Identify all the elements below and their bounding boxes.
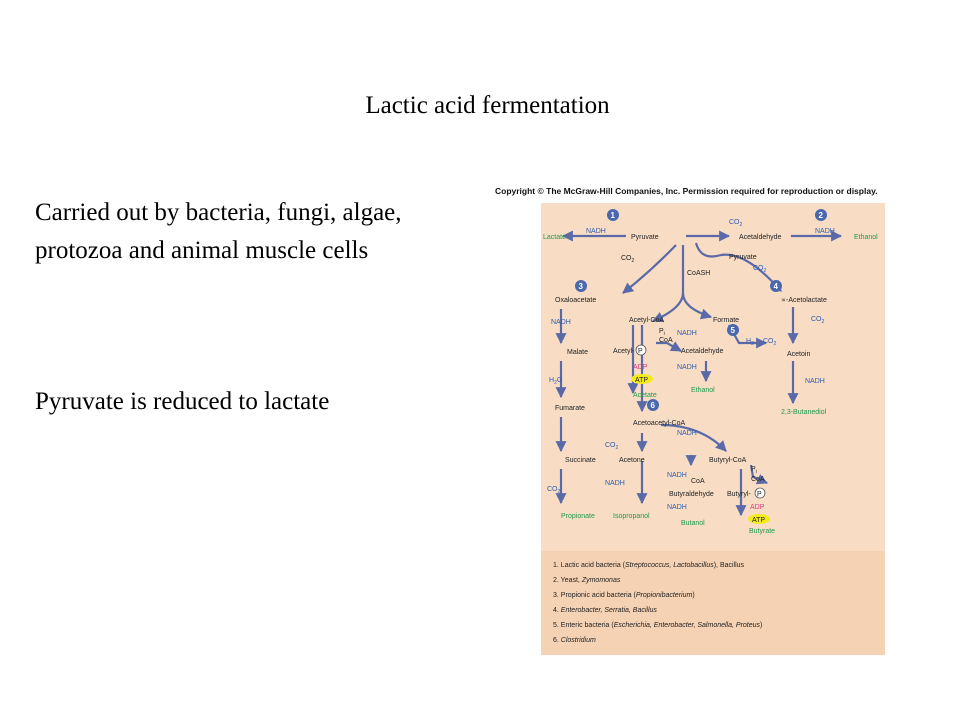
co2-acetaldehyde: CO2 bbox=[729, 219, 743, 228]
node-acetolactate: ∝-Acetolactate bbox=[781, 297, 827, 304]
coa-acetyl: CoA bbox=[659, 337, 673, 344]
co2-oxaloacetate: CO2 bbox=[621, 255, 635, 264]
node-acetyl-coa: Acetyl-CoA bbox=[629, 317, 664, 324]
node-isopropanol: Isopropanol bbox=[613, 513, 650, 520]
node-succinate: Succinate bbox=[565, 457, 596, 464]
pathway-2-label: 2 bbox=[819, 211, 824, 220]
node-butanol: Butanol bbox=[681, 520, 705, 527]
p-butyryl: P bbox=[757, 491, 762, 498]
adp-butyryl: ADP bbox=[750, 504, 765, 511]
atp-highlight-butyrate bbox=[748, 514, 770, 524]
pathway-1-label: 1 bbox=[611, 211, 616, 220]
pathway-number-circles: 1 2 3 4 5 6 bbox=[575, 209, 827, 411]
node-oxaloacetate: Oxaloacetate bbox=[555, 297, 596, 304]
coa-butyryl: CoA bbox=[691, 478, 705, 485]
node-pyruvate: Pyruvate bbox=[631, 234, 659, 241]
pathway-3-marker bbox=[575, 280, 587, 292]
node-pyruvate-2: Pyruvate bbox=[729, 254, 757, 261]
p-acetyl: P bbox=[638, 348, 643, 355]
pathway-5-marker bbox=[727, 324, 739, 336]
node-fumarate: Fumarate bbox=[555, 405, 585, 412]
node-butanediol: 2,3-Butanediol bbox=[781, 409, 827, 416]
nadh-butanol: NADH bbox=[667, 504, 687, 511]
bullet-carried-out-by: Carried out by bacteria, fungi, algae, p… bbox=[35, 199, 402, 264]
atp-highlight-acetate bbox=[631, 374, 653, 384]
node-formate: Formate bbox=[713, 317, 739, 324]
phosphate-circle-butyryl bbox=[754, 487, 766, 499]
nadh-acetoin: NADH bbox=[805, 378, 825, 385]
pathway-6-marker bbox=[647, 399, 659, 411]
legend-item-6: 6. Clostridium bbox=[553, 637, 596, 644]
slide-title: Lactic acid fermentation bbox=[365, 92, 610, 119]
legend-panel bbox=[541, 551, 885, 655]
node-malate: Malate bbox=[567, 349, 588, 356]
diagram-panel bbox=[541, 203, 885, 551]
legend-item-5: 5. Enteric bacteria (Escherichia, Entero… bbox=[553, 622, 762, 629]
node-acetate: Acetate bbox=[633, 392, 657, 399]
node-butyraldehyde: Butyraldehyde bbox=[669, 491, 714, 498]
cofactor-labels: NADH CO2 NADH CO2 CO2 NADH CO2 NADH Pi C… bbox=[547, 219, 835, 524]
adp-acetyl: ADP bbox=[633, 364, 648, 371]
fermentation-pathways-diagram: 1 2 3 4 5 6 Pyruvate Lactate Acetaldehyd… bbox=[541, 203, 885, 655]
atp-acetyl: ATP bbox=[635, 377, 648, 384]
copyright-notice: Copyright © The McGraw-Hill Companies, I… bbox=[495, 186, 878, 196]
legend-item-1: 1. Lactic acid bacteria (Streptococcus, … bbox=[553, 562, 745, 569]
node-acetone: Acetone bbox=[619, 457, 645, 464]
node-butyryl-p: Butyryl- bbox=[727, 491, 751, 498]
node-acetoin: Acetoin bbox=[787, 351, 810, 358]
h2-formate: H2 bbox=[746, 338, 754, 347]
pathway-1-marker bbox=[607, 209, 619, 221]
pathway-5-label: 5 bbox=[731, 326, 736, 335]
node-ethanol-top: Ethanol bbox=[854, 234, 878, 241]
nadh-lactate: NADH bbox=[586, 228, 606, 235]
node-lactate: Lactate bbox=[543, 234, 566, 241]
pathway-arrows bbox=[555, 230, 843, 517]
nadh-ethanol: NADH bbox=[815, 228, 835, 235]
node-acetoacetyl-coa: Acetoacetyl-CoA bbox=[633, 420, 685, 427]
node-coash: CoASH bbox=[687, 270, 710, 277]
node-propionate: Propionate bbox=[561, 513, 595, 520]
bullet-pyruvate-reduced: Pyruvate is reduced to lactate bbox=[35, 388, 330, 415]
pi-acetyl: Pi bbox=[659, 328, 665, 337]
nadh-isopropanol: NADH bbox=[605, 480, 625, 487]
phosphate-circle-acetyl bbox=[635, 344, 647, 356]
h2o-fumarate: H2O bbox=[549, 377, 563, 386]
coa-butyryl-2: CoA bbox=[751, 476, 765, 483]
legend-item-3: 3. Propionic acid bacteria (Propionibact… bbox=[553, 592, 695, 599]
nadh-ethanol-2: NADH bbox=[677, 364, 697, 371]
nadh-butyraldehyde: NADH bbox=[667, 472, 687, 479]
node-butyrate: Butyrate bbox=[749, 528, 775, 535]
node-acetaldehyde-2: Acetaldehyde bbox=[681, 348, 724, 355]
node-labels: Pyruvate Lactate Acetaldehyde Ethanol Ox… bbox=[543, 234, 878, 535]
legend-item-2: 2. Yeast, Zymomonas bbox=[553, 577, 621, 584]
pathway-4-marker bbox=[770, 280, 782, 292]
co2-pyruvate: CO2 bbox=[753, 265, 767, 274]
pi-butyryl: Pi bbox=[751, 466, 757, 475]
legend-item-4: 4. Enterobacter, Serratia, Bacillus bbox=[553, 607, 657, 614]
co2-formate: CO2 bbox=[763, 338, 777, 347]
co2-acetolactate: CO2 bbox=[811, 316, 825, 325]
co2-acetone: CO2 bbox=[605, 442, 619, 451]
nadh-acetaldehyde: NADH bbox=[677, 330, 697, 337]
atp-butyryl: ATP bbox=[752, 517, 765, 524]
node-acetaldehyde: Acetaldehyde bbox=[739, 234, 782, 241]
nadh-malate: NADH bbox=[551, 319, 571, 326]
node-ethanol-2: Ethanol bbox=[691, 387, 715, 394]
organism-legend: 1. Lactic acid bacteria (Streptococcus, … bbox=[553, 562, 762, 644]
pathway-2-marker bbox=[815, 209, 827, 221]
pathway-3-label: 3 bbox=[579, 282, 584, 291]
pathway-4-label: 4 bbox=[774, 282, 779, 291]
co2-succinate: CO2 bbox=[547, 486, 561, 495]
node-acetyl-p: Acetyl- bbox=[613, 348, 635, 355]
pathway-6-label: 6 bbox=[651, 401, 656, 410]
node-butyryl-coa: Butyryl-CoA bbox=[709, 457, 747, 464]
nadh-acetoacetyl: NADH bbox=[677, 430, 697, 437]
